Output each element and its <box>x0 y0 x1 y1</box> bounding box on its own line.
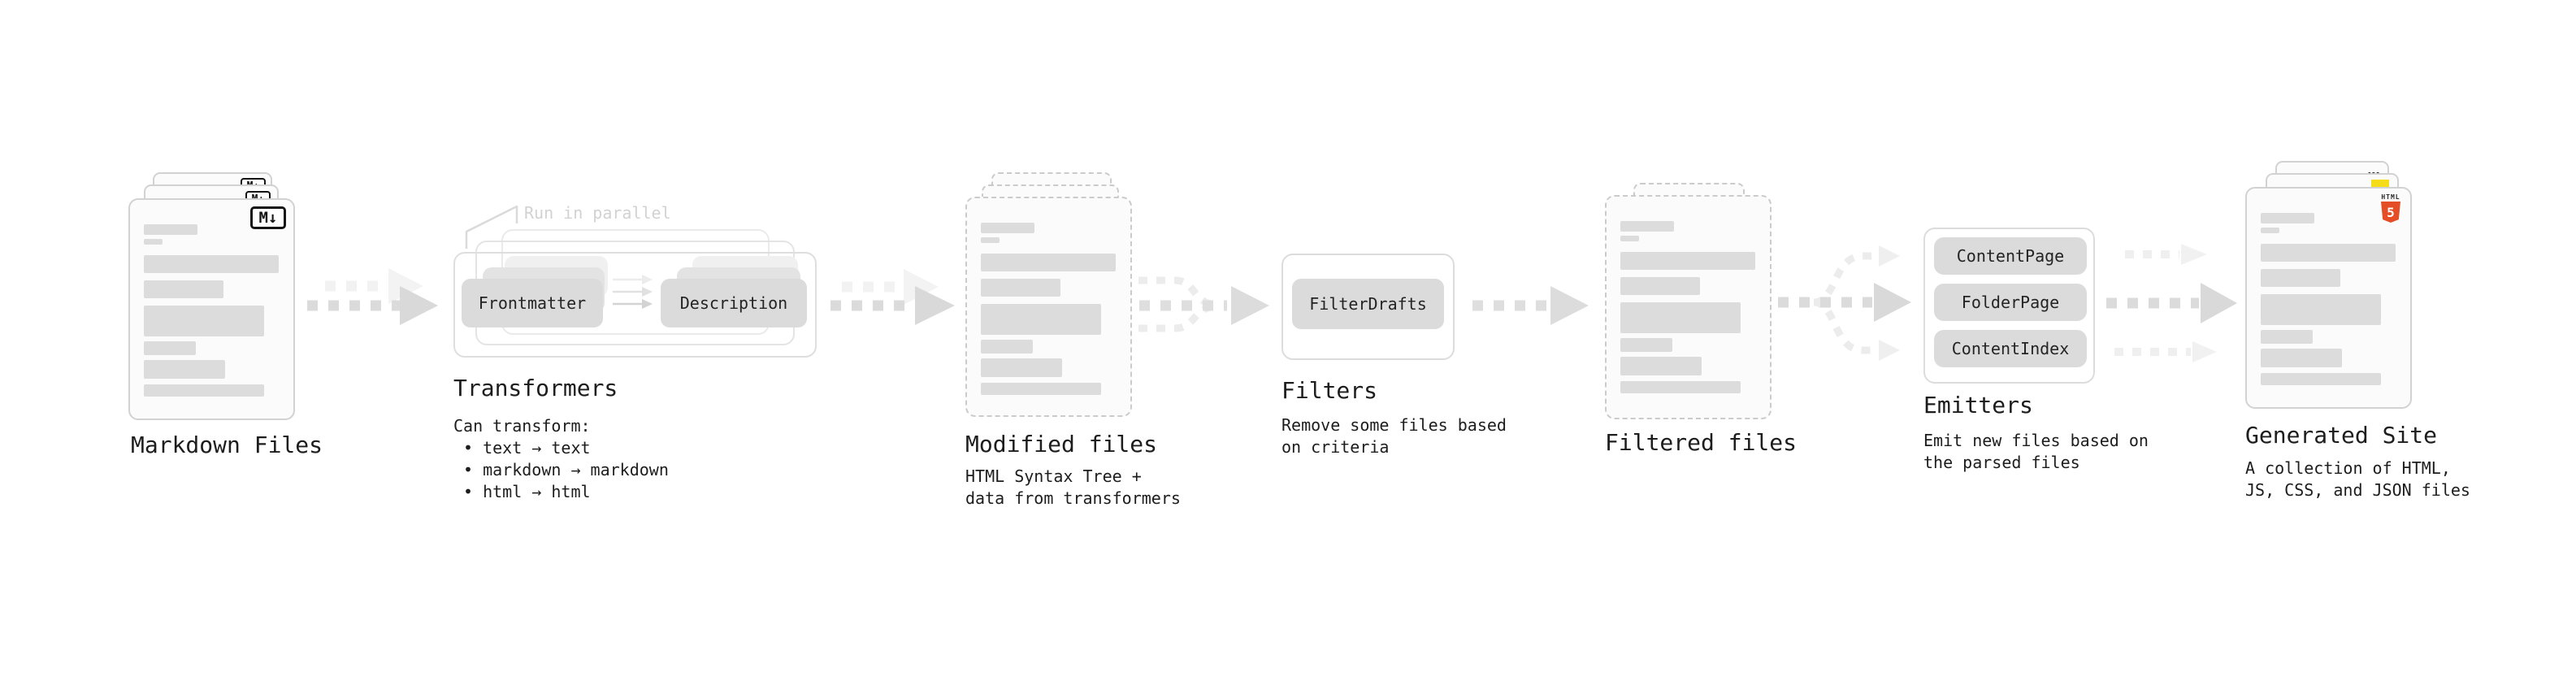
text-line-placeholder <box>144 280 223 298</box>
html5-badge-text: HTML <box>2381 193 2400 201</box>
text-line-placeholder <box>2261 294 2381 325</box>
text-line-placeholder <box>981 304 1101 335</box>
contentindex-chip: ContentIndex <box>1934 330 2087 367</box>
stage-label-generated-site: Generated Site <box>2245 422 2438 449</box>
markdown-icon: M↓ <box>250 206 286 229</box>
generated-site-subtitle-line: JS, CSS, and JSON files <box>2245 480 2470 500</box>
bullet-item: • markdown → markdown <box>463 460 669 479</box>
js-icon <box>2371 180 2389 188</box>
text-line-placeholder <box>144 360 225 379</box>
html5-shield: 5 <box>2381 202 2400 223</box>
run-in-parallel-note: Run in parallel <box>524 203 671 223</box>
bullet-item: • html → html <box>463 482 591 501</box>
doc-content-placeholder <box>144 224 279 397</box>
text-line-placeholder <box>981 279 1060 297</box>
stage-label-modified-files: Modified files <box>965 431 1158 458</box>
flow-arrow-emitters-to-site-bottom <box>2114 341 2217 362</box>
flow-arrow-modified-to-filters <box>1138 276 1269 332</box>
doc-content-placeholder <box>1620 221 1755 393</box>
text-line-placeholder <box>1620 252 1755 270</box>
stage-label-filtered-files: Filtered files <box>1605 429 1798 456</box>
text-line-placeholder <box>2261 228 2279 233</box>
text-line-placeholder <box>1620 381 1741 393</box>
flow-arrow-emitters-to-site-middle <box>2106 283 2237 323</box>
filterdrafts-chip: FilterDrafts <box>1292 279 1444 329</box>
stage-label-filters: Filters <box>1281 377 1378 404</box>
transformer-frame-front <box>453 252 817 358</box>
text-line-placeholder <box>981 254 1116 271</box>
modified-doc-front <box>965 197 1132 417</box>
generated-doc-front: HTML 5 <box>2245 187 2412 409</box>
bullet-item: • text → text <box>463 438 591 458</box>
description-chip: Description <box>661 279 807 327</box>
text-line-placeholder <box>1620 236 1639 241</box>
transformers-description: Can transform: • text → text • markdown … <box>453 415 669 503</box>
text-line-placeholder <box>1620 302 1741 333</box>
text-line-placeholder <box>1620 221 1674 232</box>
frontmatter-chip: Frontmatter <box>462 279 603 327</box>
text-line-placeholder <box>1620 338 1672 352</box>
emitters-frame <box>1923 228 2095 384</box>
stage-label-transformers: Transformers <box>453 375 618 401</box>
stage-label-emitters: Emitters <box>1923 392 2033 419</box>
doc-content-placeholder <box>981 223 1116 395</box>
text-line-placeholder <box>144 239 163 245</box>
contentpage-chip: ContentPage <box>1934 237 2087 275</box>
doc-content-placeholder <box>2261 213 2396 385</box>
generated-site-subtitle-line: A collection of HTML, <box>2245 458 2451 478</box>
text-line-placeholder <box>2261 213 2314 223</box>
emitters-subtitle-line: Emit new files based on <box>1923 431 2149 450</box>
text-line-placeholder <box>981 223 1034 233</box>
text-line-placeholder <box>1620 277 1700 295</box>
text-line-placeholder <box>144 384 264 397</box>
text-line-placeholder <box>2261 373 2381 385</box>
flow-arrow-filters-to-filtered <box>1472 286 1589 325</box>
can-transform-title: Can transform: <box>453 416 591 436</box>
filtered-doc-front <box>1605 195 1772 419</box>
folderpage-chip: FolderPage <box>1934 284 2087 321</box>
flow-arrow-transformers-to-modified <box>830 269 955 325</box>
html5-number: 5 <box>2387 204 2395 220</box>
filters-subtitle-line: Remove some files based <box>1281 415 1507 435</box>
stage-label-markdown-files: Markdown Files <box>131 432 323 458</box>
text-line-placeholder <box>981 383 1101 395</box>
markdown-doc-front: M↓ <box>128 198 295 420</box>
flow-arrow-markdown-to-transformers <box>307 268 438 325</box>
text-line-placeholder <box>981 358 1062 377</box>
text-line-placeholder <box>144 306 264 336</box>
filters-frame <box>1281 254 1455 360</box>
text-line-placeholder <box>2261 330 2313 344</box>
emitters-subtitle-line: the parsed files <box>1923 453 2080 472</box>
text-line-placeholder <box>981 237 1000 243</box>
text-line-placeholder <box>2261 244 2396 262</box>
text-line-placeholder <box>144 341 196 355</box>
text-line-placeholder <box>1620 357 1702 375</box>
modified-files-subtitle-line: HTML Syntax Tree + <box>965 466 1142 486</box>
html5-icon: HTML 5 <box>2380 193 2401 223</box>
text-line-placeholder <box>2261 349 2342 367</box>
filters-subtitle-line: on criteria <box>1281 437 1390 457</box>
text-line-placeholder <box>981 340 1033 354</box>
flow-arrow-emitters-to-site-top <box>2125 244 2207 265</box>
modified-files-subtitle-line: data from transformers <box>965 488 1181 508</box>
text-line-placeholder <box>144 224 197 235</box>
text-line-placeholder <box>2261 269 2340 287</box>
text-line-placeholder <box>144 255 279 273</box>
flow-arrow-filtered-to-emitters <box>1778 245 1911 361</box>
